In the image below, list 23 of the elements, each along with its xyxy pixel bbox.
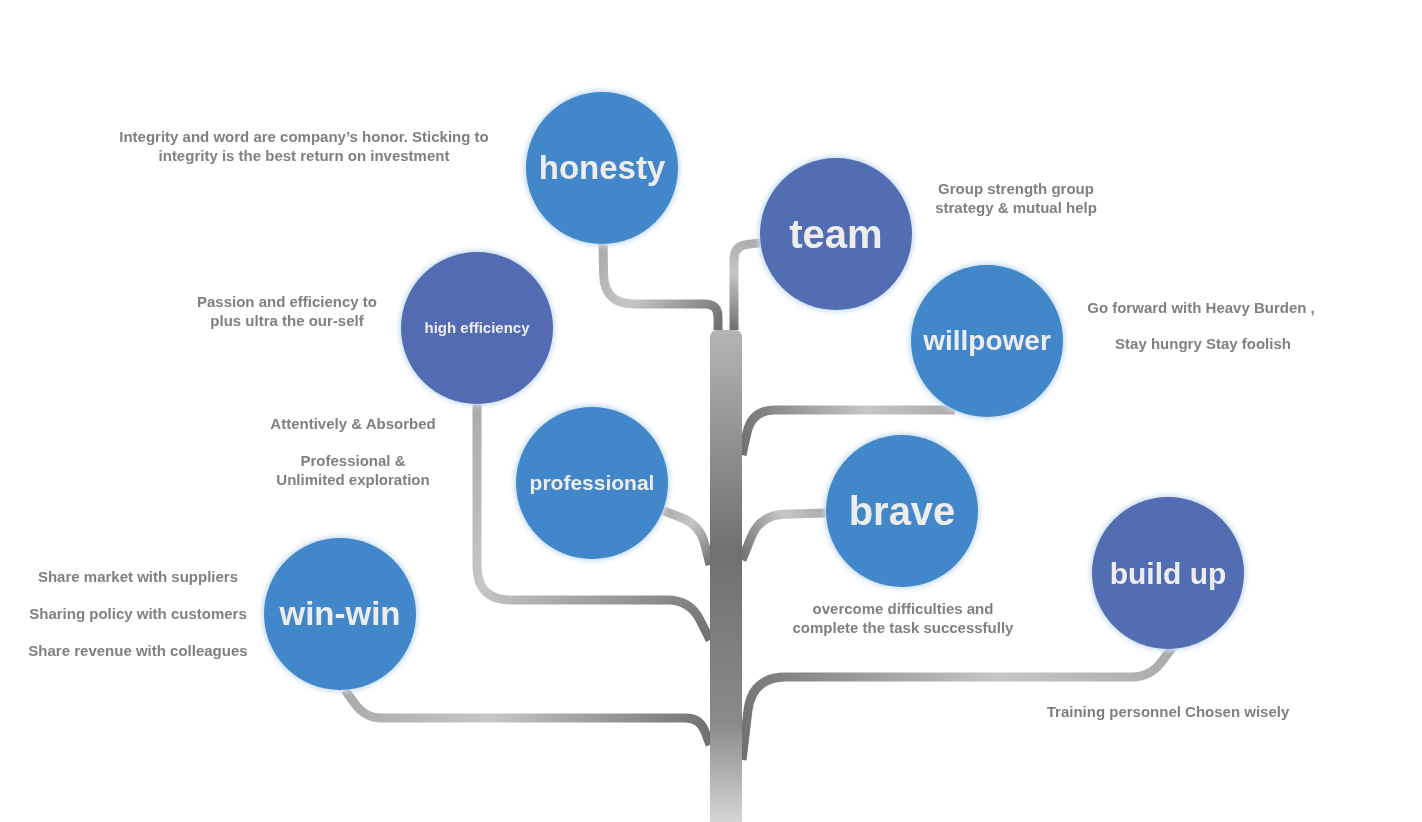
description-text: Attentively & Absorbed xyxy=(270,415,436,432)
node-label: willpower xyxy=(923,325,1051,357)
node-label: professional xyxy=(529,471,655,495)
node-label: win-win xyxy=(279,595,401,633)
tree-branch xyxy=(598,243,723,330)
description-text: Group strength group strategy & mutual help xyxy=(935,180,1097,216)
description-text: Professional & Unlimited exploration xyxy=(276,452,430,488)
description-text: Training personnel Chosen wisely xyxy=(1046,703,1290,720)
tree-trunk xyxy=(710,330,742,822)
node-label: honesty xyxy=(538,149,666,187)
node-label: team xyxy=(789,212,883,256)
description-text: Passion and efficiency to plus ultra the our-self xyxy=(196,293,378,329)
description-text: Go forward with Heavy Burden , xyxy=(1087,299,1315,316)
description-text: Sharing policy with customers xyxy=(29,605,247,622)
node-label: high efficiency xyxy=(424,319,530,337)
node-label: build up xyxy=(1109,556,1227,590)
node-label: brave xyxy=(848,489,956,533)
tree-branch xyxy=(729,238,761,330)
description-text: Share market with suppliers xyxy=(37,568,239,585)
description-text: Integrity and word are company’s honor. Sticking to integrity is the best return on investment xyxy=(119,128,489,164)
description-text: overcome difficulties and complete the task successfully xyxy=(792,600,1014,636)
description-text: Stay hungry Stay foolish xyxy=(1115,335,1291,352)
description-text: Share revenue with colleagues xyxy=(28,642,248,659)
